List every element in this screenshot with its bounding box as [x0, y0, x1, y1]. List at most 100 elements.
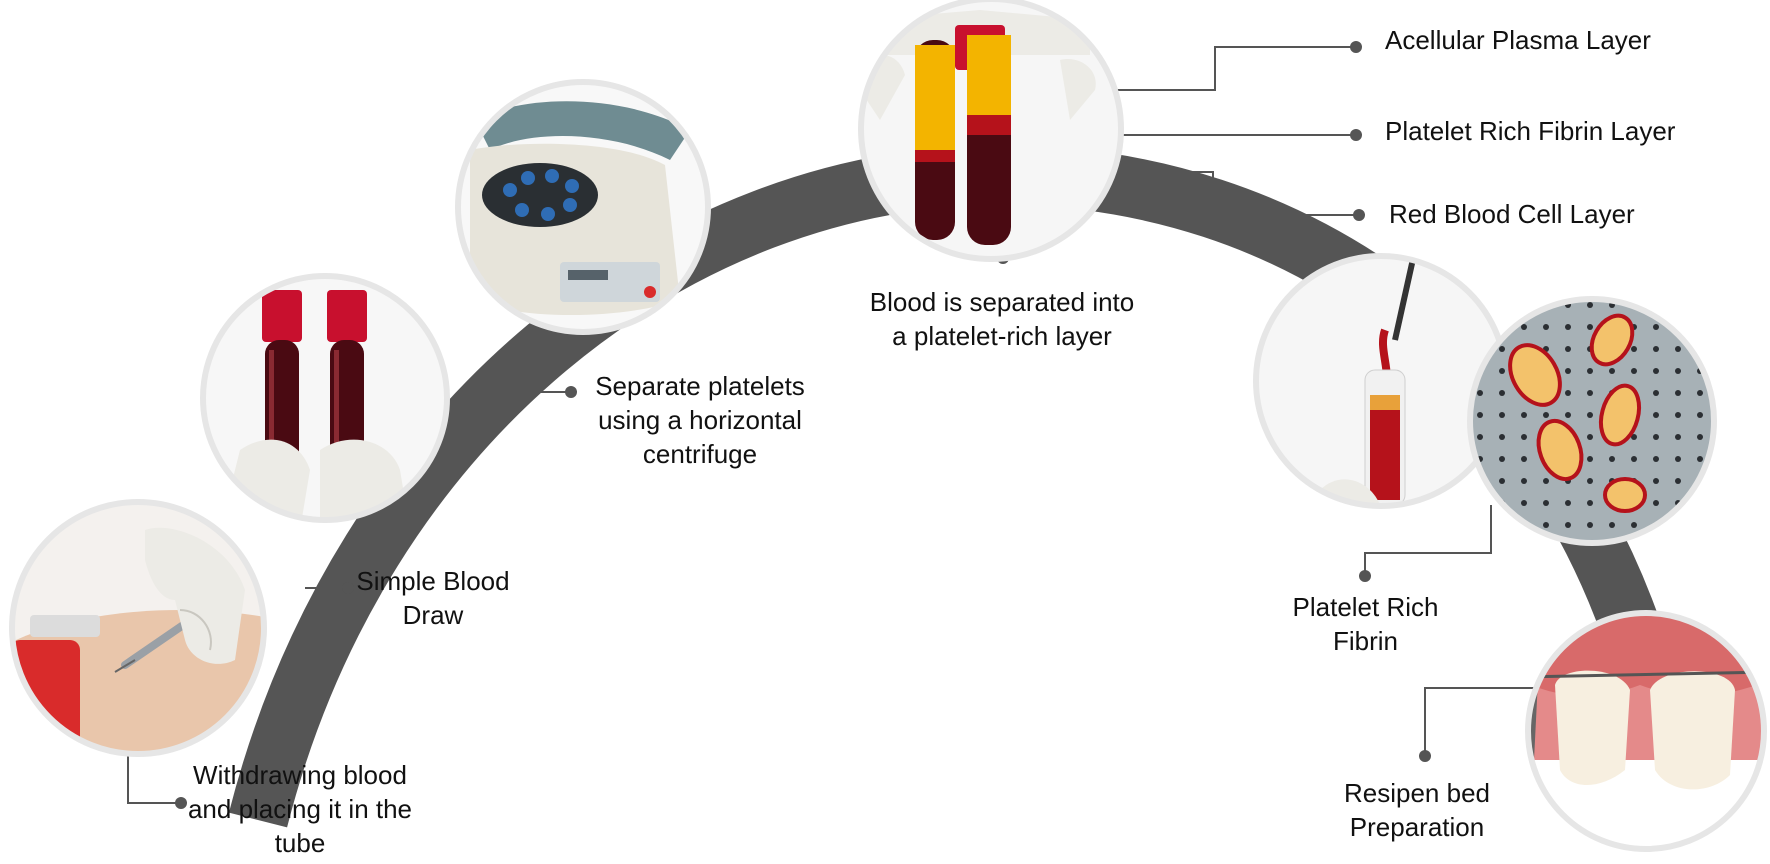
separated-tubes-photo: [858, 0, 1124, 262]
grid-hole: [1565, 346, 1571, 352]
grid-hole: [1587, 390, 1593, 396]
connector-recipient: [1424, 687, 1583, 753]
grid-hole: [1477, 390, 1483, 396]
connector-withdraw: [127, 735, 178, 804]
label-resipen-bed: Resipen bed Preparation: [1322, 776, 1512, 844]
grid-hole: [1521, 434, 1527, 440]
dot-prf: [1359, 570, 1371, 582]
label-blood-separated: Blood is separated into a platelet-rich …: [852, 285, 1152, 353]
grid-hole: [1653, 368, 1659, 374]
connector-dots: [175, 41, 1431, 809]
grid-hole: [1675, 478, 1681, 484]
prf-grid-photo: [1467, 296, 1717, 546]
dot-withdraw: [175, 797, 187, 809]
grid-hole: [1565, 368, 1571, 374]
grid-hole: [1565, 522, 1571, 528]
grid-hole: [1587, 500, 1593, 506]
grid-hole: [1521, 500, 1527, 506]
grid-hole: [1697, 500, 1703, 506]
grid-hole: [1499, 368, 1505, 374]
label-withdrawing-blood: Withdrawing blood and placing it in the …: [175, 758, 425, 860]
label-acellular-plasma-layer: Acellular Plasma Layer: [1385, 25, 1651, 55]
grid-hole: [1587, 478, 1593, 484]
label-platelet-rich-fibrin: Platelet Rich Fibrin: [1268, 590, 1463, 658]
grid-hole: [1587, 302, 1593, 308]
grid-hole: [1565, 390, 1571, 396]
grid-hole: [1609, 522, 1615, 528]
grid-hole: [1587, 522, 1593, 528]
grid-hole: [1653, 346, 1659, 352]
grid-hole: [1653, 456, 1659, 462]
grid-hole: [1675, 456, 1681, 462]
grid-hole: [1565, 324, 1571, 330]
dot-fibrin: [1350, 129, 1362, 141]
grid-hole: [1697, 390, 1703, 396]
label-line: Simple Blood: [356, 566, 510, 596]
grid-hole: [1565, 500, 1571, 506]
grid-hole: [1499, 434, 1505, 440]
grid-hole: [1697, 434, 1703, 440]
grid-hole: [1499, 478, 1505, 484]
grid-hole: [1521, 302, 1527, 308]
grid-hole: [1653, 500, 1659, 506]
grid-hole: [1543, 478, 1549, 484]
label-line: Withdrawing blood: [193, 760, 407, 790]
gum-teeth-photo: [1525, 610, 1767, 852]
label-line: Draw: [402, 600, 464, 630]
grid-hole: [1697, 302, 1703, 308]
label-line: and placing it in the: [187, 794, 413, 824]
grid-hole: [1499, 412, 1505, 418]
connector-plasma: [1060, 46, 1353, 91]
grid-hole: [1543, 324, 1549, 330]
label-line: using a horizontal: [598, 405, 802, 435]
dot-plasma: [1350, 41, 1362, 53]
dot-blood-draw: [342, 582, 354, 594]
prf-membrane-photo: [1253, 253, 1509, 509]
grid-hole: [1653, 412, 1659, 418]
grid-hole: [1499, 522, 1505, 528]
grid-hole: [1675, 346, 1681, 352]
label-line: a platelet-rich layer: [892, 321, 1112, 351]
label-simple-blood-draw: Simple Blood Draw: [348, 564, 518, 632]
connector-centrifuge: [517, 345, 568, 393]
grid-hole: [1631, 368, 1637, 374]
grid-hole: [1675, 522, 1681, 528]
grid-hole: [1587, 368, 1593, 374]
grid-hole: [1587, 324, 1593, 330]
grid-hole: [1499, 302, 1505, 308]
grid-hole: [1499, 456, 1505, 462]
grid-hole: [1543, 522, 1549, 528]
grid-hole: [1609, 456, 1615, 462]
grid-hole: [1587, 456, 1593, 462]
grid-hole: [1499, 346, 1505, 352]
dot-centrifuge: [565, 386, 577, 398]
label-line: Fibrin: [1332, 626, 1398, 656]
label-line: Resipen bed: [1344, 778, 1490, 808]
grid-hole: [1653, 434, 1659, 440]
grid-hole: [1477, 522, 1483, 528]
grid-hole: [1521, 478, 1527, 484]
dot-recipient: [1419, 750, 1431, 762]
grid-hole: [1631, 346, 1637, 352]
grid-hole: [1653, 478, 1659, 484]
grid-hole: [1675, 390, 1681, 396]
grid-hole: [1675, 302, 1681, 308]
grid-hole: [1653, 390, 1659, 396]
label-separate-platelets: Separate platelets using a horizontal ce…: [580, 369, 820, 471]
grid-hole: [1697, 346, 1703, 352]
centrifuge-photo: [455, 79, 711, 335]
grid-hole: [1697, 456, 1703, 462]
label-line: Separate platelets: [595, 371, 805, 401]
grid-hole: [1653, 324, 1659, 330]
grid-hole: [1631, 522, 1637, 528]
grid-hole: [1587, 434, 1593, 440]
grid-hole: [1675, 434, 1681, 440]
grid-hole: [1631, 456, 1637, 462]
grid-hole: [1675, 412, 1681, 418]
label-line: Platelet Rich: [1292, 592, 1439, 622]
label-line: Blood is separated into: [869, 287, 1135, 317]
grid-hole: [1543, 500, 1549, 506]
grid-hole: [1521, 456, 1527, 462]
grid-hole: [1697, 522, 1703, 528]
grid-hole: [1697, 412, 1703, 418]
